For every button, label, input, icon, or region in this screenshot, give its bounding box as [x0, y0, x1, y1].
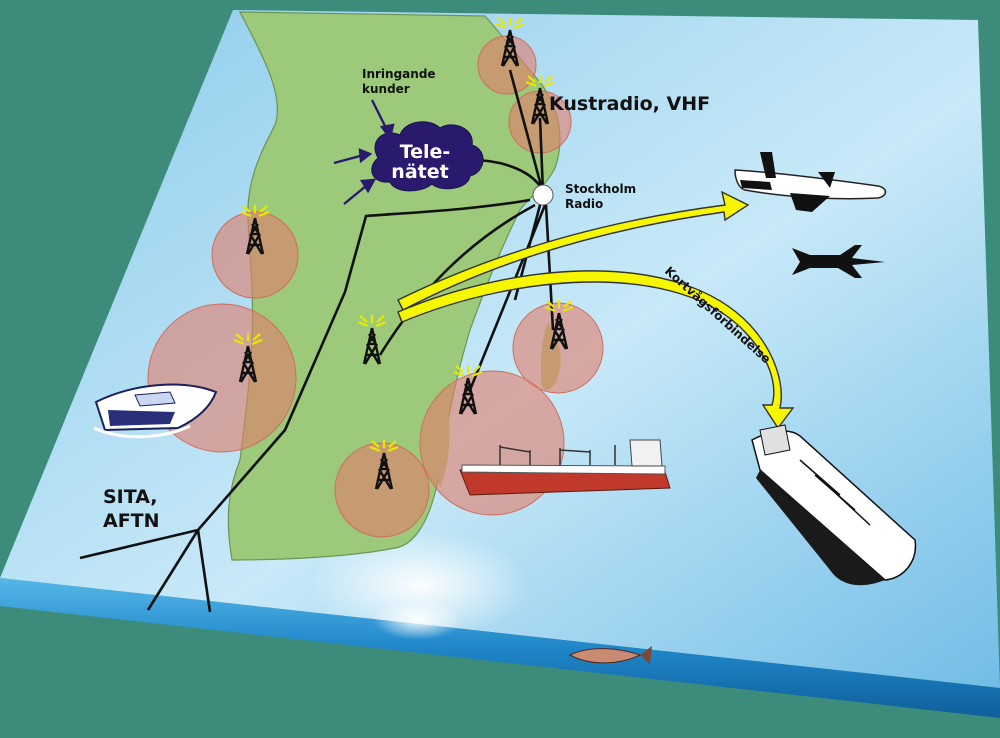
cargo-ship-icon [459, 439, 671, 496]
coverage-south [334, 442, 430, 538]
sea-front-edge [0, 578, 1000, 718]
cloud-label-line1: Tele- [400, 141, 451, 163]
motorboat-icon [93, 383, 218, 439]
airplane-silhouette-icon [792, 245, 885, 278]
wire-south-west [378, 203, 536, 356]
wire-sita-a [146, 529, 200, 611]
sita-label-line2: AFTN [103, 510, 160, 532]
shortwave-arrows [397, 190, 795, 430]
coverage-west-lower [147, 303, 297, 453]
wire-sita-c [79, 528, 199, 560]
cloud-icon [371, 121, 484, 192]
sita-label-line1: SITA, [103, 486, 158, 508]
wire-stockholm-vhf [538, 117, 545, 194]
sun-glare [310, 530, 530, 640]
incoming-customers-line2: kunder [362, 82, 410, 96]
incoming-arrows [333, 99, 395, 205]
stockholm-radio-node [532, 184, 554, 206]
stockholm-radio-line1: Stockholm [565, 182, 636, 196]
wire-sita-b [196, 529, 212, 613]
wire-west [197, 198, 531, 531]
cloud-label-line2: nätet [391, 161, 448, 183]
wire-stockholm-north [508, 69, 545, 194]
telenet-cloud: Tele- nätet [371, 121, 484, 192]
tanker-ship-icon [751, 424, 917, 586]
vhf-label: Kustradio, VHF [549, 93, 710, 115]
arrow-to-airplane [397, 190, 750, 311]
edge-glare [373, 600, 463, 640]
stockholm-radio-line2: Radio [565, 197, 603, 211]
incoming-customers-line1: Inringande [362, 67, 436, 81]
airplane-icon [734, 152, 887, 212]
arrow-to-ship [397, 270, 795, 430]
fish-icon [568, 646, 652, 664]
coverage-west-upper [211, 211, 299, 299]
